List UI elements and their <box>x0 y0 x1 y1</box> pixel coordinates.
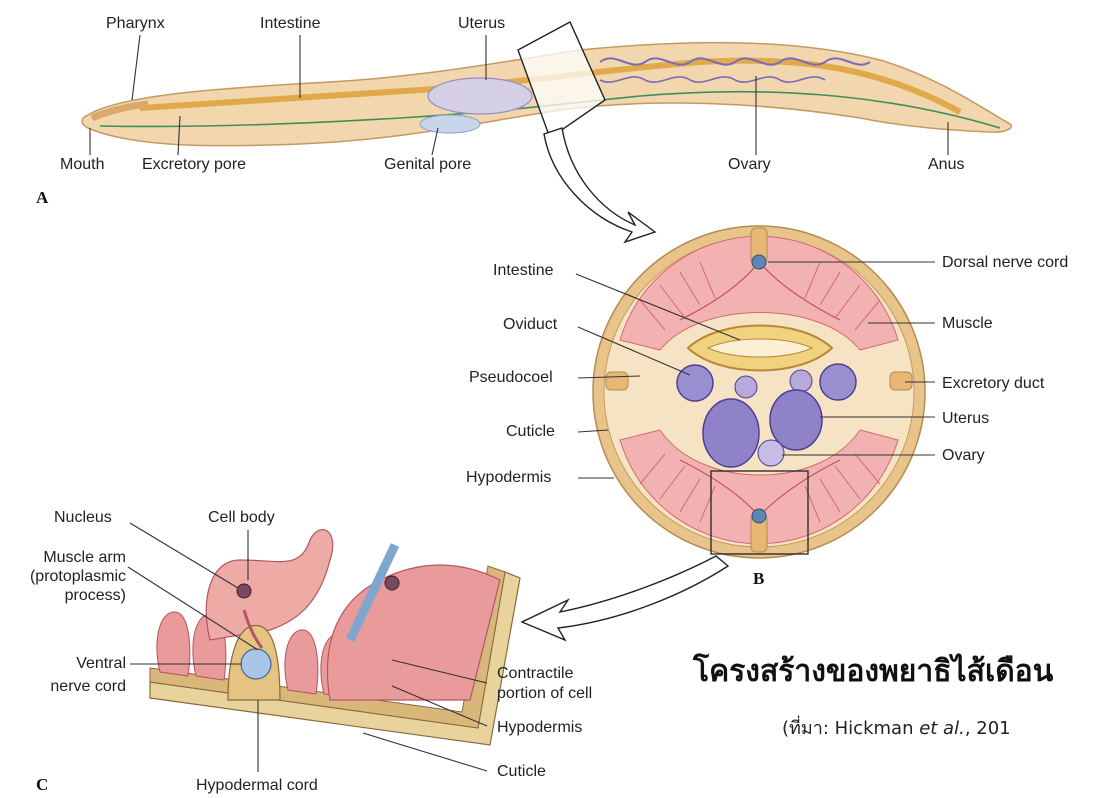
ventral-nerve-cord-b <box>752 509 766 523</box>
label-muscle-arm-3: process) <box>65 587 126 604</box>
label-contractile-1: Contractile <box>497 665 574 682</box>
arrow-a-to-b <box>544 128 655 242</box>
label-cuticle-b: Cuticle <box>506 423 555 440</box>
label-mouth: Mouth <box>60 156 104 173</box>
oviduct-left <box>677 365 713 401</box>
label-uterus-a: Uterus <box>458 15 505 32</box>
source-prefix: (ที่มา: Hickman <box>782 718 919 739</box>
ovary-b <box>758 440 784 466</box>
label-ventral-2: nerve cord <box>50 678 126 695</box>
label-cuticle-c: Cuticle <box>497 763 546 780</box>
label-muscle-arm-2: (protoplasmic <box>30 568 126 585</box>
label-excretory-duct: Excretory duct <box>942 375 1045 392</box>
label-excretory-pore: Excretory pore <box>142 156 246 173</box>
panel-letter-a: A <box>36 188 49 207</box>
panel-b-cross-section: Intestine Oviduct Pseudocoel Cuticle Hyp… <box>466 226 1068 588</box>
panel-a-worm: Pharynx Intestine Uterus Mouth Excretory… <box>36 15 1011 207</box>
source-italic: et al. <box>919 718 965 739</box>
label-hypodermis-b: Hypodermis <box>466 469 551 486</box>
label-uterus-b: Uterus <box>942 410 989 427</box>
ventral-nerve-cord-c <box>241 649 271 679</box>
ovary-small-2 <box>790 370 812 392</box>
uterus-right <box>770 390 822 450</box>
label-muscle-arm-1: Muscle arm <box>43 549 126 566</box>
label-ovary-a: Ovary <box>728 156 771 173</box>
label-cell-body: Cell body <box>208 509 275 526</box>
panel-letter-c: C <box>36 775 48 794</box>
nucleus <box>237 584 251 598</box>
label-muscle: Muscle <box>942 315 993 332</box>
label-dorsal-nerve-cord: Dorsal nerve cord <box>942 254 1068 271</box>
source-suffix: , 201 <box>965 718 1011 739</box>
lateral-cord-left <box>606 372 628 390</box>
label-intestine-b: Intestine <box>493 262 554 279</box>
label-oviduct: Oviduct <box>503 316 558 333</box>
label-genital-pore: Genital pore <box>384 156 471 173</box>
worm-genital-region <box>420 115 480 133</box>
label-hypodermis-c: Hypodermis <box>497 719 582 736</box>
label-intestine-a: Intestine <box>260 15 321 32</box>
panel-letter-b: B <box>753 569 764 588</box>
label-contractile-2: portion of cell <box>497 685 592 702</box>
uterus-left <box>703 399 759 467</box>
worm-uterus <box>428 78 532 114</box>
panel-c-muscle-detail: Nucleus Cell body Muscle arm (protoplasm… <box>30 509 592 794</box>
ovary-small-1 <box>735 376 757 398</box>
section-plane <box>518 22 605 138</box>
label-hypodermal-cord: Hypodermal cord <box>196 777 318 794</box>
label-ovary-b: Ovary <box>942 447 985 464</box>
muscle-cell-body-left <box>206 530 332 640</box>
oviduct-right <box>820 364 856 400</box>
lateral-cord-right <box>890 372 912 390</box>
dorsal-nerve-cord <box>752 255 766 269</box>
label-pseudocoel: Pseudocoel <box>469 369 553 386</box>
figure-source: (ที่มา: Hickman et al., 201 <box>782 713 1011 742</box>
arrow-b-to-c <box>522 556 728 640</box>
label-anus: Anus <box>928 156 964 173</box>
figure-title: โครงสร้างของพยาธิไส้เดือน <box>693 648 1053 695</box>
label-ventral-1: Ventral <box>76 655 126 672</box>
label-pharynx: Pharynx <box>106 15 165 32</box>
label-nucleus: Nucleus <box>54 509 112 526</box>
